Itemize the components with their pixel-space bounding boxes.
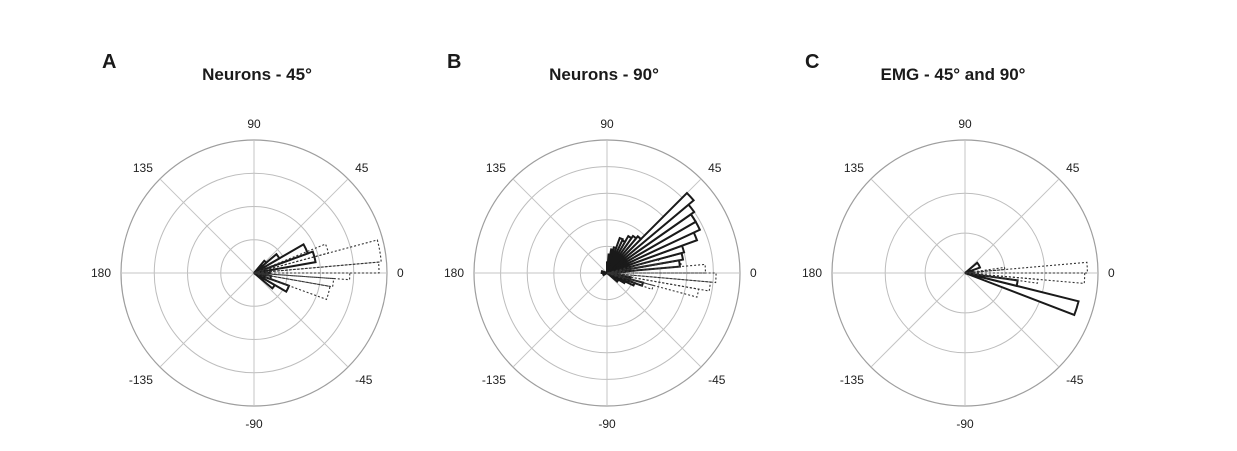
polar-panel-c: C EMG - 45° and 90° 0 45 90 135 180 -135 -90 -45 xyxy=(802,51,1115,431)
angle-tick-label: 180 xyxy=(802,266,822,280)
angle-tick-label: 180 xyxy=(91,266,111,280)
angle-tick-label: -90 xyxy=(956,417,974,431)
angle-tick-label: -90 xyxy=(598,417,616,431)
dotted-bin xyxy=(606,272,711,292)
angle-tick-label: 0 xyxy=(750,266,757,280)
angle-tick-label: 180 xyxy=(444,266,464,280)
angle-tick-label: 90 xyxy=(958,117,972,131)
angle-tick-label: -135 xyxy=(482,373,506,387)
dotted-series xyxy=(964,261,1088,285)
angle-tick-label: 90 xyxy=(600,117,614,131)
solid-bin xyxy=(602,272,611,277)
solid-bin xyxy=(964,261,982,274)
panel-title: Neurons - 90° xyxy=(549,65,659,84)
panel-title: Neurons - 45° xyxy=(202,65,312,84)
angle-tick-label: -45 xyxy=(1066,373,1084,387)
dotted-bin xyxy=(606,258,661,274)
angle-tick-label: 135 xyxy=(133,161,153,175)
solid-series xyxy=(964,261,1080,317)
dotted-bin xyxy=(964,261,1088,274)
dotted-bin xyxy=(253,272,335,288)
dotted-bin xyxy=(606,272,700,298)
solid-bin xyxy=(253,259,268,274)
solid-bin xyxy=(606,191,696,274)
angle-tick-label: -90 xyxy=(245,417,263,431)
solid-bin xyxy=(964,272,1080,317)
dotted-bin xyxy=(253,239,382,274)
panel-letter: C xyxy=(805,51,819,73)
angle-tick-label: 45 xyxy=(355,161,369,175)
angle-tick-label: 135 xyxy=(486,161,506,175)
solid-bin xyxy=(606,261,610,274)
dotted-series xyxy=(606,258,717,298)
polar-panel-b: B Neurons - 90° 0 45 90 135 180 -135 -90 -45 xyxy=(444,51,757,431)
dotted-bin xyxy=(606,272,717,284)
angle-tick-label: 135 xyxy=(844,161,864,175)
panel-title: EMG - 45° and 90° xyxy=(881,65,1026,84)
angle-tick-label: -45 xyxy=(708,373,726,387)
angle-tick-label: -135 xyxy=(840,373,864,387)
angle-tick-label: -45 xyxy=(355,373,373,387)
polar-panel-a: A Neurons - 45° 0 45 90 135 180 -135 -90 -45 xyxy=(91,51,404,431)
panel-letter: B xyxy=(447,51,461,73)
angle-tick-label: 0 xyxy=(1108,266,1115,280)
solid-series xyxy=(600,191,702,288)
dotted-bin xyxy=(964,266,1006,274)
dotted-bin xyxy=(253,243,330,274)
solid-bin xyxy=(606,272,620,283)
angle-tick-label: 45 xyxy=(1066,161,1080,175)
angle-tick-label: 45 xyxy=(708,161,722,175)
angle-tick-label: 90 xyxy=(247,117,261,131)
angle-tick-label: -135 xyxy=(129,373,153,387)
panel-letter: A xyxy=(102,51,116,73)
dotted-bin xyxy=(606,272,654,291)
dotted-bin xyxy=(606,259,682,274)
dotted-bin xyxy=(253,261,380,274)
dotted-bin xyxy=(253,272,331,301)
dotted-series xyxy=(253,239,382,301)
angle-tick-label: 0 xyxy=(397,266,404,280)
dotted-bin xyxy=(964,272,1086,285)
